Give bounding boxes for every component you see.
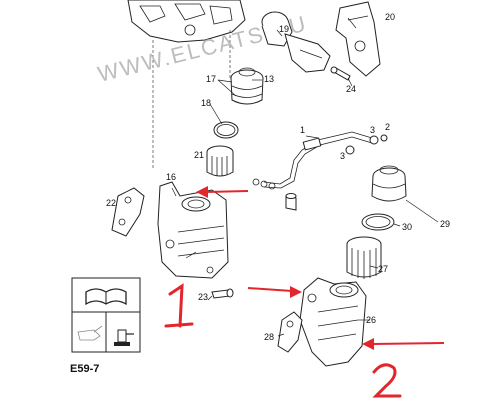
callout-26: 26 [366,315,376,325]
washers [345,134,388,155]
tool-icon [114,329,134,346]
oil-can-icon [77,325,103,341]
book-icon [85,288,127,306]
bolt-pipe [285,193,297,211]
filter-cap-17 [230,67,264,105]
bracket [335,1,381,77]
callout-22: 22 [106,198,116,208]
callout-23: 23 [198,292,208,302]
callout-27: 27 [378,264,388,274]
callout-13: 13 [264,74,274,84]
callout-24: 24 [346,84,356,94]
callout-3b: 3 [340,151,345,161]
callout-29: 29 [440,219,450,229]
annotation-arrows [196,186,445,350]
callout-18: 18 [201,98,211,108]
filter-element-27 [346,236,382,279]
gasket-22 [111,187,145,237]
bolt-23 [211,288,234,299]
callout-2: 2 [385,122,390,132]
filter-cap-29 [371,165,439,223]
leader-lines [171,17,379,337]
filter-element-21 [206,145,234,177]
handwritten-mark-2: 2 [372,363,402,398]
reference-icon-box [71,277,141,353]
engine-block-fragment [127,0,246,170]
oil-filter-housing-right [299,277,367,367]
gasket-28 [277,311,303,353]
callout-3a: 3 [370,125,375,135]
bolt-24 [330,66,353,87]
handwritten-mark-1: 1 [164,283,194,328]
callout-19: 19 [279,24,289,34]
callout-16: 16 [166,172,176,182]
coolant-reservoir [261,11,331,73]
callout-30: 30 [402,222,412,232]
oil-filter-housing-left [157,181,229,279]
callout-17: 17 [206,74,216,84]
callout-28: 28 [264,332,274,342]
diagram-code: E59-7 [70,363,99,375]
oil-pipe [252,131,373,190]
callout-1: 1 [300,125,305,135]
callout-21: 21 [194,150,204,160]
callout-20: 20 [385,12,395,22]
